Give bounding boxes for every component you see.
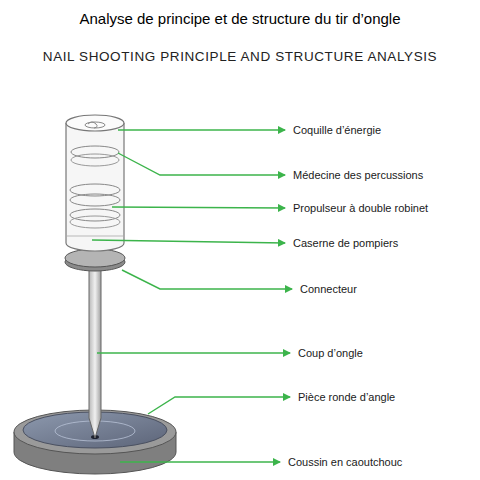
- part-label: Propulseur à double robinet: [292, 202, 429, 214]
- part-label: Coup d’ongle: [297, 347, 364, 359]
- part-label: Coussin en caoutchouc: [287, 456, 403, 468]
- part-label: Caserne de pompiers: [292, 237, 399, 249]
- part-label: Connecteur: [299, 283, 358, 295]
- diagram-title: Analyse de principe et de structure du t…: [79, 10, 400, 27]
- subtitle: NAIL SHOOTING PRINCIPLE AND STRUCTURE AN…: [43, 49, 437, 64]
- part-label: Coquille d’énergie: [292, 124, 382, 136]
- part-label: Pièce ronde d’angle: [297, 391, 396, 403]
- part-label: Médecine des percussions: [292, 169, 424, 181]
